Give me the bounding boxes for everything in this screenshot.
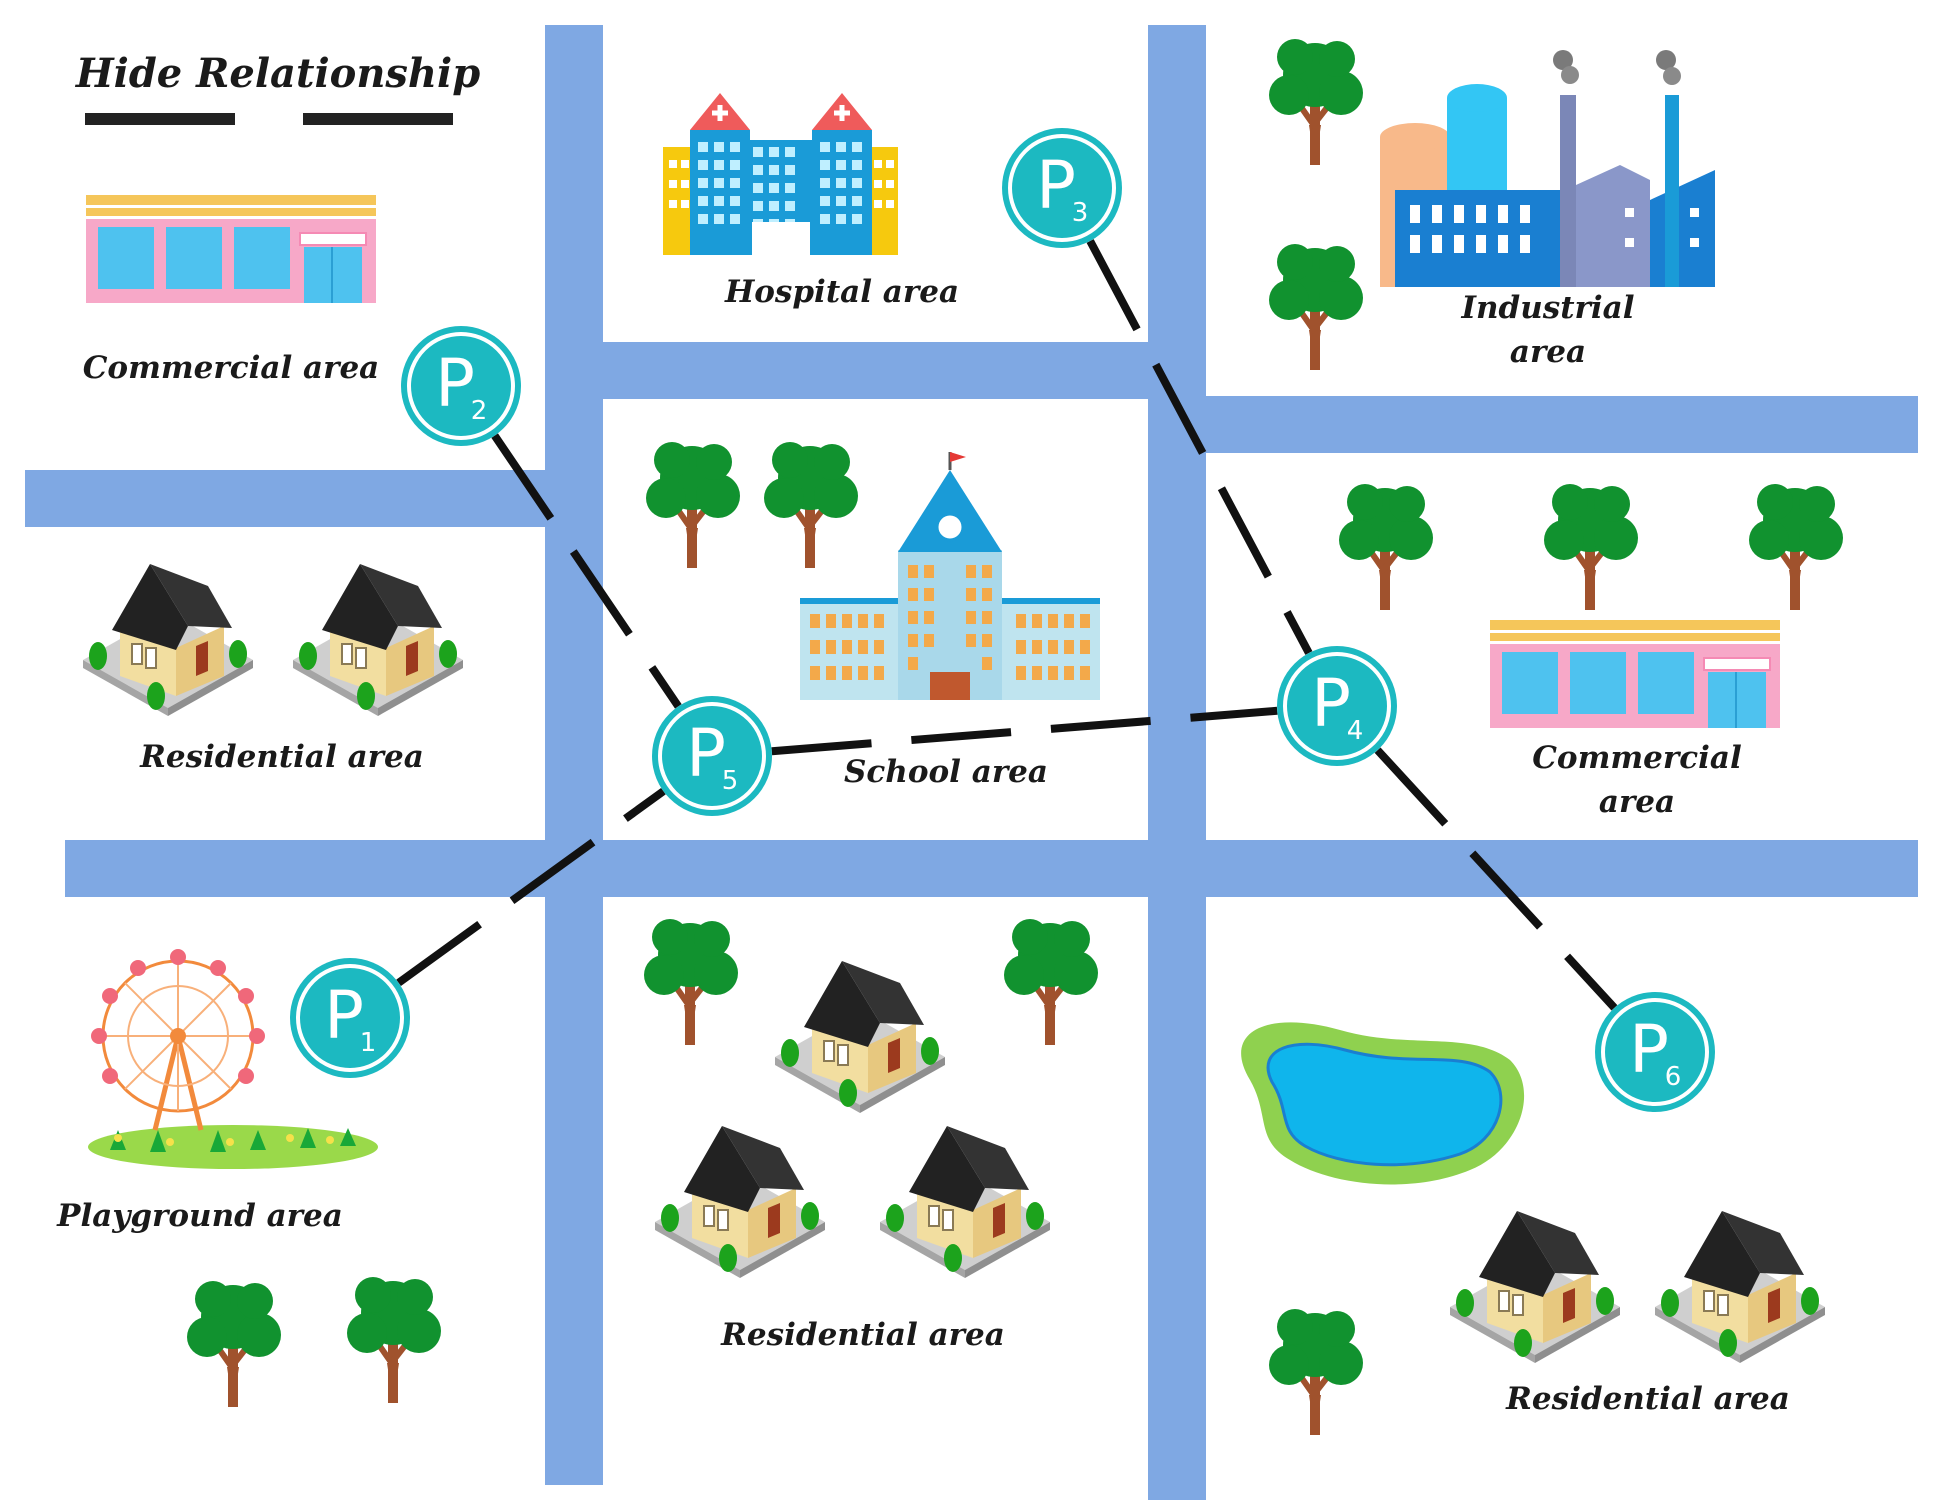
tree-icon (187, 1281, 281, 1407)
parking-index: 1 (360, 1028, 377, 1058)
hidden-link-p2-p5 (491, 433, 682, 709)
label-school-area: School area (844, 754, 1048, 790)
legend-title: Hide Relationship (75, 50, 480, 97)
house-icon (774, 960, 946, 1114)
house-icon (654, 1125, 826, 1279)
factory-icon (1380, 50, 1715, 287)
label-industrial-area-line1: Industrial (1461, 290, 1635, 326)
house-icon (1654, 1210, 1826, 1364)
parking-marker-p5[interactable]: P 5 (650, 694, 774, 818)
hidden-link-p1-p5 (396, 787, 666, 987)
hidden-link-p3-p4 (1086, 239, 1313, 655)
label-industrial-area-line2: area (1510, 334, 1586, 370)
parking-marker-p1[interactable]: P 1 (288, 956, 412, 1080)
house-icon (82, 563, 254, 717)
tree-icon (1269, 1309, 1363, 1435)
road-vertical-left (545, 25, 603, 1485)
house-icon (292, 563, 464, 717)
ferris-wheel-icon (88, 949, 378, 1169)
parking-marker-p3[interactable]: P 3 (1000, 126, 1124, 250)
tree-icon (644, 919, 738, 1045)
house-icon (879, 1125, 1051, 1279)
parking-index: 6 (1665, 1062, 1682, 1092)
house-icon (1449, 1210, 1621, 1364)
tree-icon (1269, 244, 1363, 370)
shop-icon-right (1489, 619, 1781, 729)
tree-icon (1544, 484, 1638, 610)
tree-icon (1269, 39, 1363, 165)
road-horizontal-upper-middle (603, 342, 1148, 399)
area-labels: Commercial area Hospital area Industrial… (56, 274, 1790, 1417)
label-hospital-area: Hospital area (724, 274, 959, 310)
parking-letter: P (1311, 665, 1351, 742)
parking-index: 5 (722, 766, 739, 796)
tree-icon (646, 442, 740, 568)
parking-letter: P (686, 715, 726, 792)
hospital-icon (663, 93, 898, 255)
parking-index: 3 (1072, 198, 1089, 228)
label-commercial-area-right-line2: area (1599, 784, 1675, 820)
legend-dash-left (85, 113, 235, 125)
parking-letter: P (1036, 147, 1076, 224)
road-horizontal-upper-left (25, 470, 545, 527)
legend-dash-right (303, 113, 453, 125)
label-residential-area-center: Residential area (720, 1317, 1005, 1353)
tree-icon (347, 1277, 441, 1403)
road-horizontal-upper-right (1206, 396, 1918, 453)
label-commercial-area-right-line1: Commercial (1532, 740, 1742, 776)
parking-marker-p4[interactable]: P 4 (1275, 644, 1399, 768)
tree-icon (1339, 484, 1433, 610)
shop-icon-top-left (85, 194, 377, 304)
parking-index: 2 (471, 396, 488, 426)
parking-letter: P (1629, 1011, 1669, 1088)
tree-icon (764, 442, 858, 568)
road-horizontal-lower (65, 840, 1918, 897)
road-vertical-right (1148, 25, 1206, 1500)
parking-index: 4 (1347, 716, 1364, 746)
legend: Hide Relationship (75, 50, 480, 125)
pond-icon (1241, 1022, 1525, 1185)
road-network (25, 25, 1918, 1500)
label-playground-area: Playground area (56, 1198, 343, 1234)
hidden-links (396, 239, 1618, 1011)
label-residential-area-right: Residential area (1505, 1381, 1790, 1417)
label-commercial-area-top-left: Commercial area (83, 350, 380, 386)
parking-markers: P 1 P 2 P 3 P 4 P 5 P 6 (288, 126, 1717, 1114)
tree-icon (1749, 484, 1843, 610)
parking-letter: P (435, 345, 475, 422)
hidden-link-p5-p4 (771, 706, 1278, 756)
parking-marker-p2[interactable]: P 2 (399, 324, 523, 448)
tree-icon (1004, 919, 1098, 1045)
parking-letter: P (324, 977, 364, 1054)
hidden-link-p4-p6 (1374, 747, 1618, 1011)
parking-marker-p6[interactable]: P 6 (1593, 990, 1717, 1114)
school-icon (800, 452, 1100, 700)
label-residential-area-left: Residential area (139, 739, 424, 775)
